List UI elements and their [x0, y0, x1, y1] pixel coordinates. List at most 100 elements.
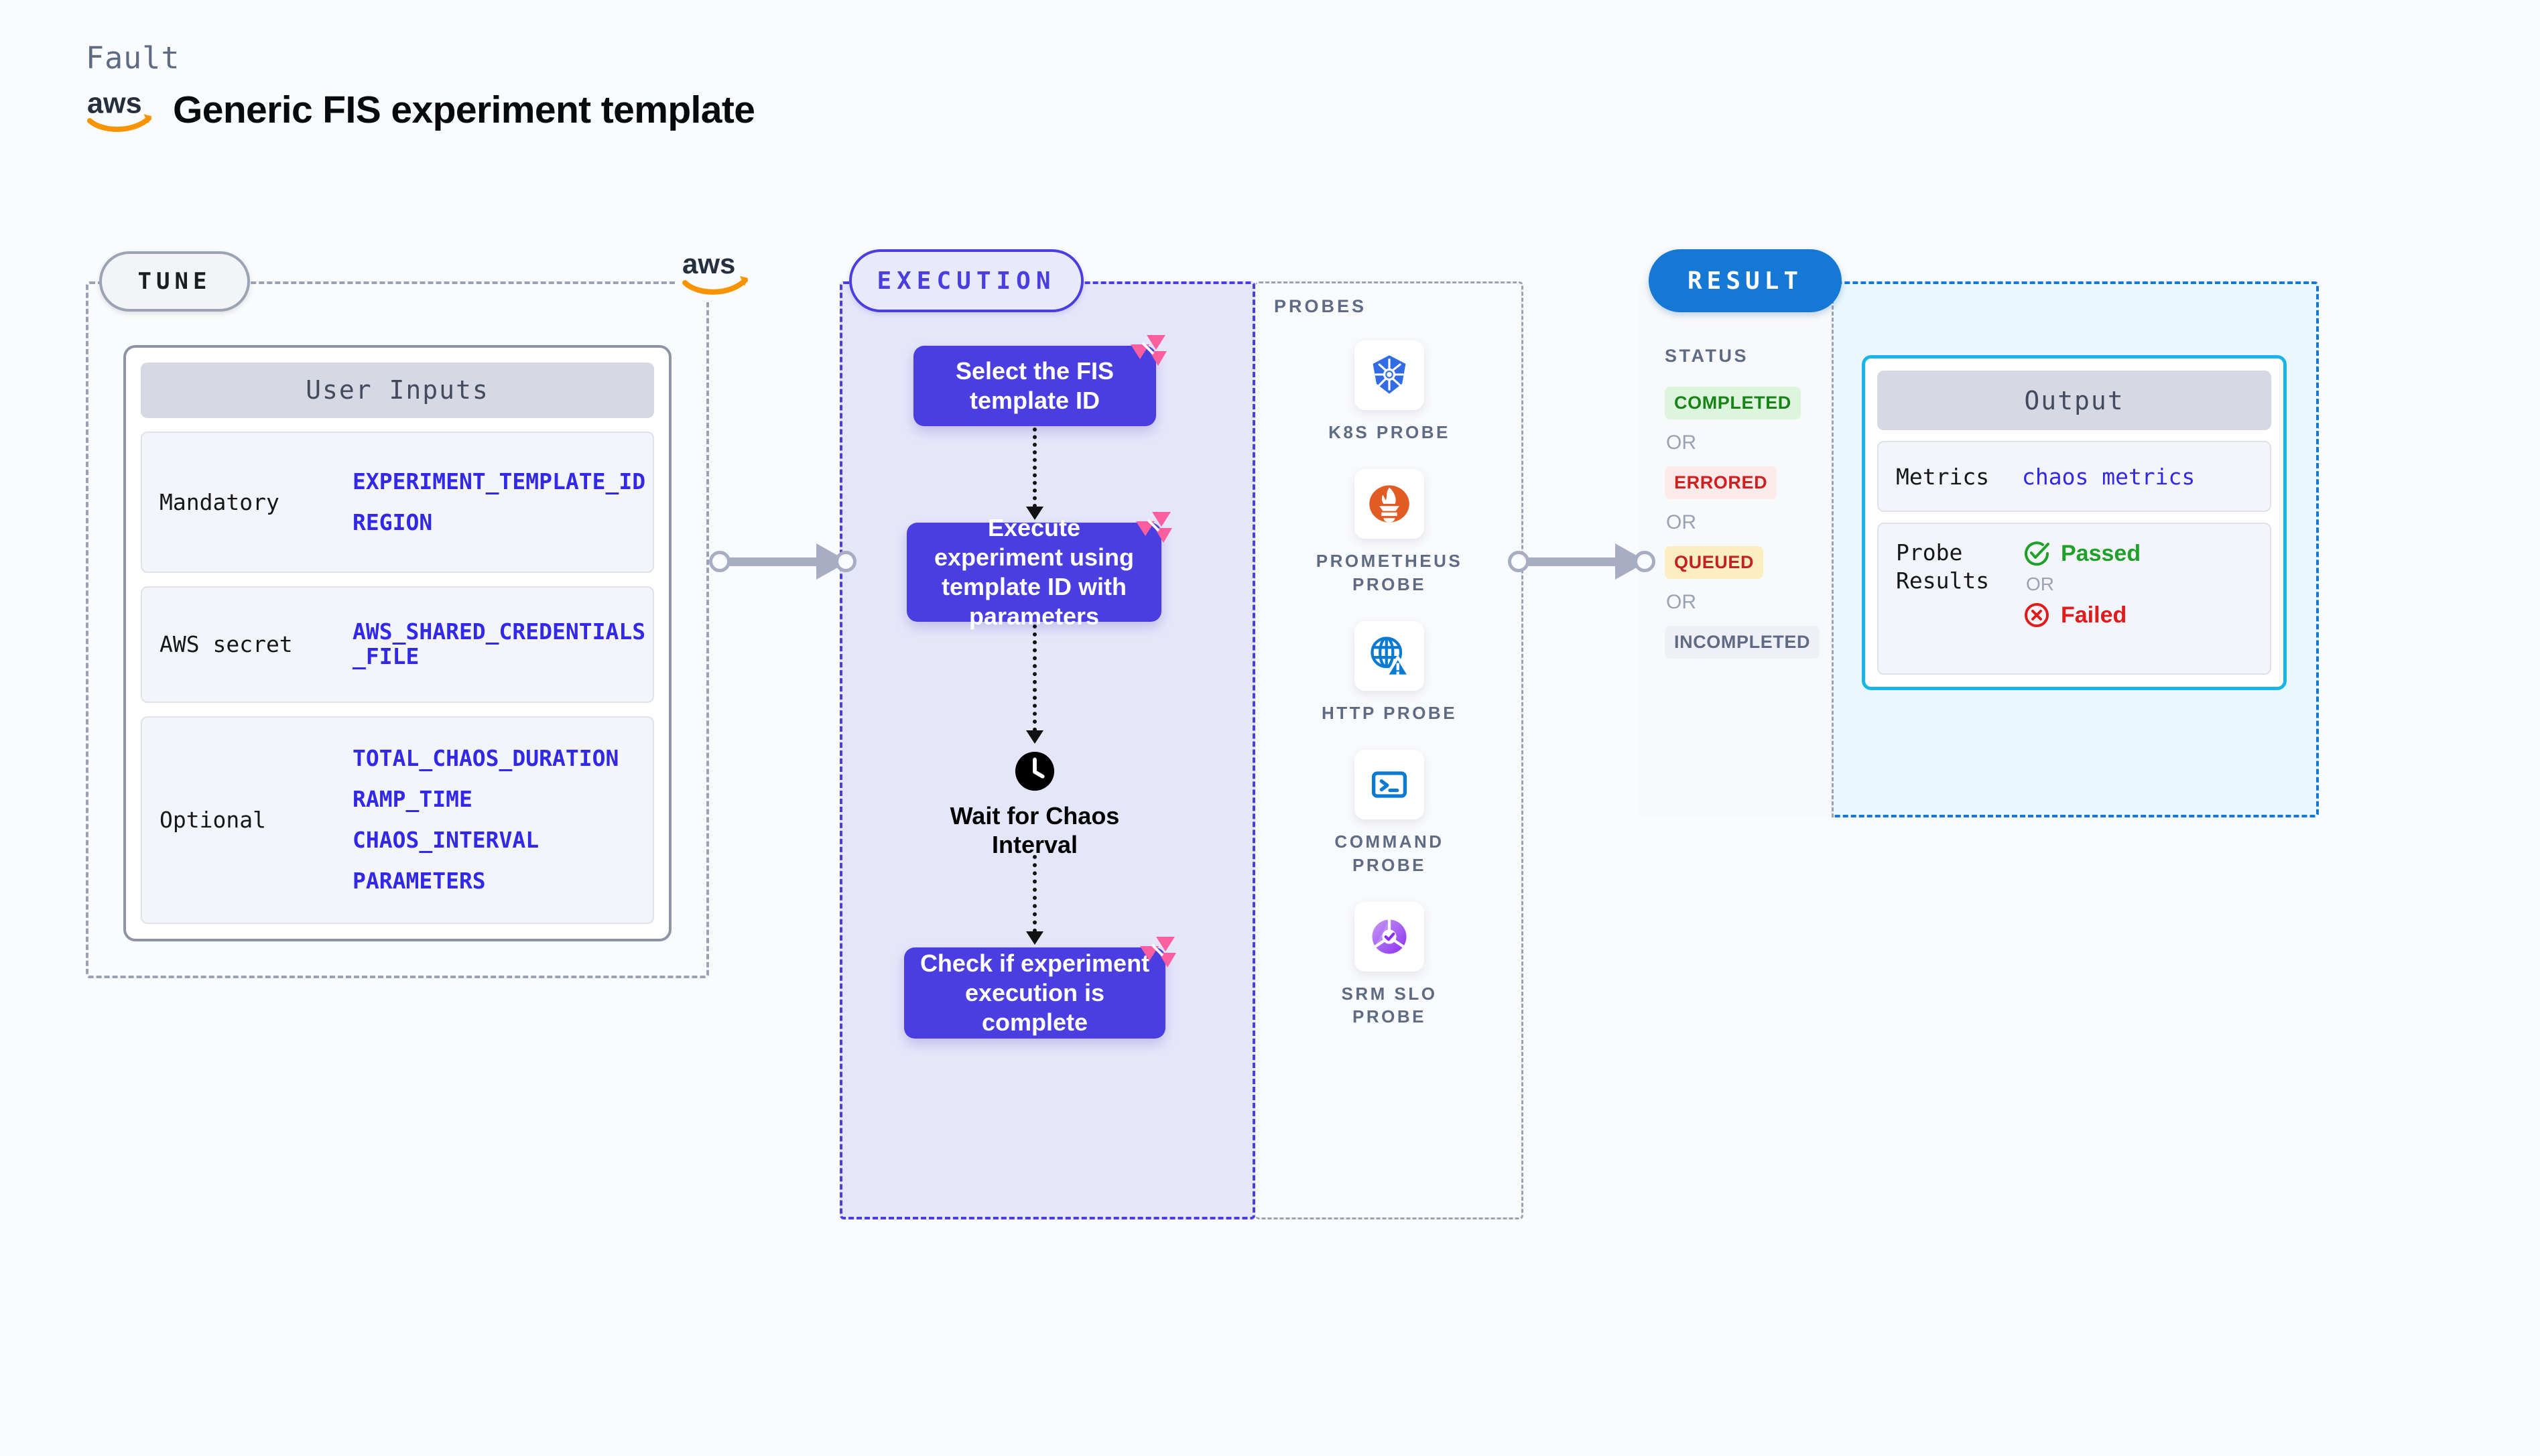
- flow-step-select-template[interactable]: Select the FIS template ID: [913, 335, 1167, 426]
- flow-step-1-label: Select the FIS template ID: [955, 357, 1115, 414]
- svg-text:aws: aws: [682, 248, 735, 279]
- probe-tile: [1354, 469, 1424, 539]
- arrow-head: [1026, 507, 1043, 520]
- probe-item-prometheus[interactable]: PROMETHEUS PROBE: [1302, 469, 1476, 596]
- probe-label-command: COMMAND PROBE: [1334, 832, 1444, 875]
- status-badge-errored: ERRORED: [1665, 466, 1777, 499]
- probe-label-srm-slo: SRM SLO PROBE: [1341, 983, 1438, 1027]
- row-values-mandatory: EXPERIMENT_TEMPLATE_ID REGION: [353, 468, 646, 535]
- probe-results-values: Passed OR Failed: [2022, 539, 2141, 630]
- result-panel: STATUS COMPLETED OR ERRORED OR QUEUED OR…: [1639, 249, 2319, 817]
- tune-chip-label: TUNE: [137, 268, 212, 295]
- flow-step-3-label: Check if experiment execution is complet…: [919, 949, 1150, 1036]
- variable-parameters: PARAMETERS: [353, 867, 486, 894]
- svg-text:aws: aws: [87, 87, 142, 119]
- output-value-metrics: chaos metrics: [2022, 463, 2196, 490]
- probe-passed-label: Passed: [2061, 540, 2141, 566]
- row-values-optional: TOTAL_CHAOS_DURATION RAMP_TIME CHAOS_INT…: [353, 746, 619, 894]
- prometheus-icon: [1369, 485, 1409, 523]
- probe-label-k8s: K8S PROBE: [1328, 422, 1450, 442]
- probe-tile: [1354, 901, 1424, 972]
- probe-result-passed: Passed: [2022, 539, 2141, 568]
- row-label-mandatory: Mandatory: [160, 489, 279, 516]
- x-circle-icon: [2025, 603, 2049, 628]
- output-row-metrics: Metrics chaos metrics: [1877, 441, 2271, 513]
- probe-label-prometheus: PROMETHEUS PROBE: [1316, 551, 1463, 594]
- output-card: Output Metrics chaos metrics Probe Resul…: [1862, 355, 2287, 690]
- harness-chaos-icon: [1140, 937, 1176, 968]
- arrow-stem: [1033, 624, 1037, 732]
- status-title: STATUS: [1665, 346, 1749, 366]
- row-values-aws-secret: AWS_SHARED_CREDENTIALS _FILE: [353, 618, 646, 669]
- variable-chaos-interval: CHAOS_INTERVAL: [353, 826, 539, 853]
- variable-experiment-template-id: EXPERIMENT_TEMPLATE_ID: [353, 468, 646, 494]
- execution-panel-body: [840, 281, 1255, 1219]
- flow-step-check-completion[interactable]: Check if experiment execution is complet…: [904, 937, 1176, 1039]
- status-or-3: OR: [1666, 591, 1696, 613]
- eyebrow-label: Fault: [86, 40, 180, 76]
- connector-execution-to-result: [1508, 543, 1655, 580]
- flow-step-execute-experiment[interactable]: Execute experiment using template ID wit…: [907, 512, 1172, 630]
- probe-failed-label: Failed: [2061, 602, 2127, 628]
- connector-bar: [718, 557, 826, 566]
- flow-step-wait-for-chaos-interval: Wait for Chaos Interval: [907, 750, 1163, 859]
- execution-panel: EXECUTION Select the FIS template ID Exe…: [840, 249, 1255, 1219]
- probe-results-or: OR: [2026, 574, 2054, 595]
- http-globe-warning-icon: [1371, 637, 1411, 677]
- status-badge-incompleted: INCOMPLETED: [1665, 626, 1820, 659]
- input-row-aws-secret: AWS secret AWS_SHARED_CREDENTIALS _FILE: [141, 586, 654, 703]
- arrow-head: [1026, 730, 1043, 744]
- variable-ramp-time: RAMP_TIME: [353, 785, 472, 812]
- connector-dot-right: [835, 551, 856, 572]
- status-or-2: OR: [1666, 511, 1696, 533]
- probe-tile: [1354, 340, 1424, 410]
- variable-region: REGION: [353, 509, 433, 535]
- clock-icon: [1015, 751, 1055, 791]
- tune-chip: TUNE: [99, 251, 250, 312]
- srm-slo-icon: [1372, 919, 1407, 954]
- aws-inline-logo-wrap: aws: [677, 245, 756, 302]
- variable-aws-shared-credentials-file: AWS_SHARED_CREDENTIALS _FILE: [353, 618, 646, 669]
- aws-logo: aws: [86, 87, 152, 132]
- flow-arrow-3: [1026, 855, 1043, 945]
- probe-item-command[interactable]: COMMAND PROBE: [1302, 750, 1476, 876]
- probe-label-http: HTTP PROBE: [1321, 702, 1458, 723]
- user-inputs-card: User Inputs Mandatory EXPERIMENT_TEMPLAT…: [123, 345, 672, 941]
- status-or-1: OR: [1666, 432, 1696, 454]
- kubernetes-icon: [1373, 355, 1406, 394]
- connector-dot-right: [1634, 551, 1655, 572]
- connector-dot-left: [709, 551, 731, 572]
- check-circle-icon: [2025, 541, 2049, 566]
- probes-panel: PROBES K8S PR: [1255, 281, 1523, 1219]
- result-chip-label: RESULT: [1687, 267, 1803, 295]
- flow-arrow-2: [1026, 624, 1043, 744]
- probe-item-http[interactable]: HTTP PROBE: [1302, 620, 1476, 724]
- connector-tune-to-execution: [709, 543, 856, 580]
- harness-chaos-icon: [1136, 512, 1172, 543]
- row-label-optional: Optional: [160, 807, 266, 834]
- connector-dot-left: [1508, 551, 1529, 572]
- wait-node-label: Wait for Chaos Interval: [950, 802, 1120, 859]
- probe-result-failed: Failed: [2022, 600, 2141, 630]
- page-title: Generic FIS experiment template: [173, 88, 755, 131]
- harness-chaos-icon: [1131, 335, 1167, 366]
- status-column: STATUS COMPLETED OR ERRORED OR QUEUED OR…: [1639, 281, 1834, 817]
- arrow-head: [1026, 931, 1043, 945]
- arrow-stem: [1033, 855, 1037, 933]
- output-row-probe-results: Probe Results Passed OR: [1877, 523, 2271, 675]
- arrow-stem: [1033, 427, 1037, 508]
- probe-tile: [1354, 620, 1424, 691]
- result-chip: RESULT: [1649, 249, 1842, 312]
- execution-chip-label: EXECUTION: [877, 267, 1056, 295]
- probe-item-srm-slo[interactable]: SRM SLO PROBE: [1302, 901, 1476, 1029]
- connector-bar: [1517, 557, 1625, 566]
- aws-logo-small: aws: [682, 248, 748, 295]
- flow-arrow-1: [1026, 427, 1043, 520]
- output-label-probe-results: Probe Results: [1896, 539, 1990, 594]
- status-badge-completed: COMPLETED: [1665, 387, 1801, 419]
- terminal-icon: [1371, 771, 1407, 798]
- flow-step-2-label: Execute experiment using template ID wit…: [934, 514, 1135, 630]
- status-badge-queued: QUEUED: [1665, 546, 1764, 579]
- probe-item-k8s[interactable]: K8S PROBE: [1302, 340, 1476, 444]
